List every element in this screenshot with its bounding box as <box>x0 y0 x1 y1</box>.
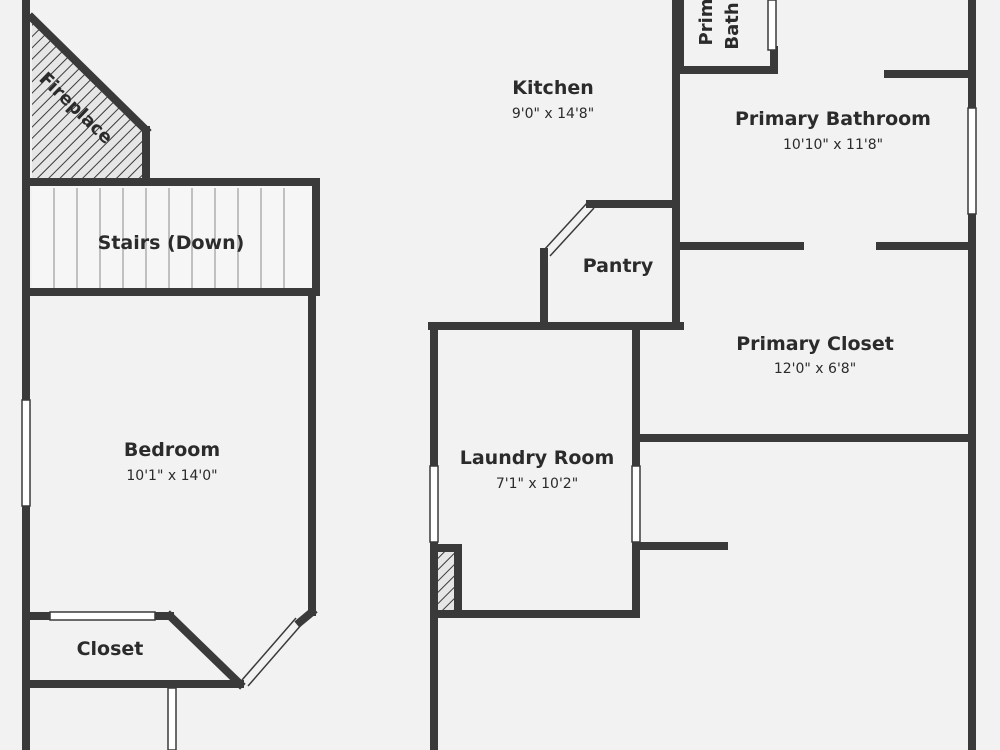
laundry-room-name: Laundry Room <box>460 447 615 469</box>
angled-windows <box>241 201 595 687</box>
bedroom-name: Bedroom <box>124 439 220 461</box>
primary-closet-dims: 12'0" x 6'8" <box>774 361 856 377</box>
bedroom-dims: 10'1" x 14'0" <box>126 468 217 484</box>
primary-bathroom-dims: 10'10" x 11'8" <box>783 137 883 153</box>
windows <box>21 0 977 750</box>
pantry-name: Pantry <box>583 255 654 277</box>
kitchen-dims: 9'0" x 14'8" <box>512 106 594 122</box>
primary-bath-small-line1: Prim <box>696 0 717 46</box>
fireplace-hatch <box>32 18 146 178</box>
primary-bathroom-name: Primary Bathroom <box>735 108 931 130</box>
primary-closet-name: Primary Closet <box>736 333 894 355</box>
kitchen-name: Kitchen <box>512 77 594 99</box>
laundry-room-dims: 7'1" x 10'2" <box>496 476 578 492</box>
laundry-column <box>438 552 456 612</box>
stairs-treads <box>32 184 314 288</box>
stairs-name: Stairs (Down) <box>98 232 245 254</box>
primary-bath-small-line2: Bath <box>722 2 743 49</box>
closet-name: Closet <box>77 638 144 660</box>
walls <box>22 0 976 750</box>
